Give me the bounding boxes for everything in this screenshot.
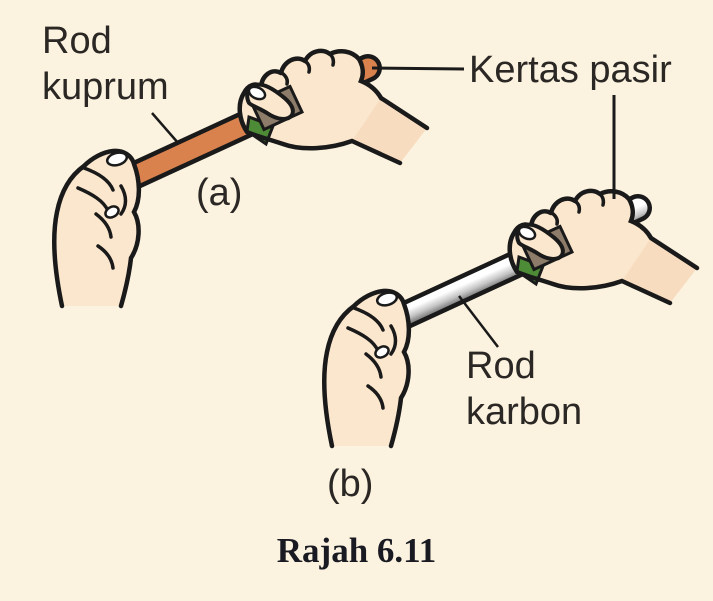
label-rod-kuprum-line1: Rod xyxy=(42,20,112,62)
label-rod-kuprum-line2: kuprum xyxy=(42,66,169,109)
label-rod-karbon-line2: karbon xyxy=(466,391,583,434)
label-subfigure-b: (b) xyxy=(327,463,374,505)
label-subfigure-a: (a) xyxy=(196,172,243,214)
label-kertas-pasir: Kertas pasir xyxy=(469,47,672,93)
figure-a xyxy=(54,51,427,306)
kertas-pasir-leader-line-a xyxy=(371,66,465,71)
figure-caption: Rajah 6.11 xyxy=(276,531,437,570)
figure-b xyxy=(324,191,697,446)
label-rod-karbon-line1: Rod xyxy=(466,345,536,387)
label-kertas-pasir-text: Kertas pasir xyxy=(469,49,672,91)
rod-karbon-leader-line xyxy=(458,295,499,348)
rod-kuprum-leader-line xyxy=(151,112,180,145)
